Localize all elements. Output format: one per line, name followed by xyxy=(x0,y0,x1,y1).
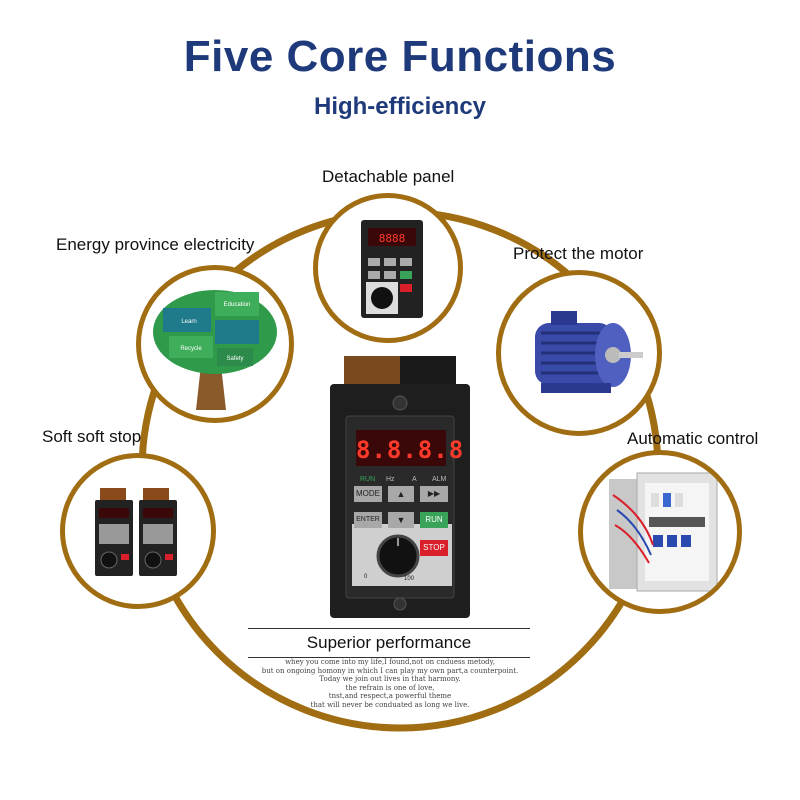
device-display: 8.8.8.8 xyxy=(356,436,465,464)
run-button[interactable]: RUN xyxy=(420,512,448,528)
up-button[interactable]: ▲ xyxy=(388,486,414,502)
control-cabinet-graphic xyxy=(609,472,718,592)
tree-graphic: Education Learn Recycle Safety xyxy=(153,290,277,410)
performance-line: that will never be conduated as long we … xyxy=(310,700,470,709)
soft-stop-graphic xyxy=(95,488,177,576)
inverter-device: 8.8.8.8 RUN Hz A ALM MODE ▲ ▶▶ ENTER ▼ R… xyxy=(330,356,470,618)
label-detachable-panel: Detachable panel xyxy=(322,167,455,186)
mini-panel-graphic: 8888 xyxy=(361,220,423,318)
down-button[interactable]: ▼ xyxy=(388,512,414,528)
motor-graphic xyxy=(535,311,643,393)
tree-label-safety: Safety xyxy=(226,356,243,362)
performance-line: whey you come into my life,I found,not o… xyxy=(285,658,495,666)
performance-heading: Superior performance xyxy=(248,628,530,658)
performance-line: but on ongoing homony in which I can pla… xyxy=(261,666,519,675)
motor-circle xyxy=(496,270,662,436)
performance-text: whey you come into my life,I found,not o… xyxy=(240,658,540,709)
tree-label-recycle: Recycle xyxy=(180,346,202,352)
performance-line: tnst,and respect,a powerful theme xyxy=(328,692,452,700)
performance-line: Today we join out lives in that harmony. xyxy=(319,675,461,683)
automatic-control-circle xyxy=(578,450,742,614)
mode-button[interactable]: MODE xyxy=(354,486,382,502)
page-title: Five Core Functions xyxy=(183,32,617,81)
label-protect-motor: Protect the motor xyxy=(513,244,644,263)
tree-label-education: Education xyxy=(224,302,251,308)
label-automatic-control: Automatic control xyxy=(627,429,759,448)
label-energy: Energy province electricity xyxy=(56,235,255,254)
page-subtitle: High-efficiency xyxy=(313,93,487,120)
indicator-a: A xyxy=(412,476,417,483)
enter-button[interactable]: ENTER xyxy=(354,512,382,528)
indicator-alm: ALM xyxy=(432,476,447,483)
indicator-hz: Hz xyxy=(386,476,395,483)
knob-min-label: 0 xyxy=(364,574,368,580)
indicator-run: RUN xyxy=(360,476,376,483)
detachable-panel-circle: 8888 xyxy=(313,193,463,343)
soft-stop-circle xyxy=(60,453,216,609)
knob-max-label: 100 xyxy=(404,576,415,582)
energy-circle: Education Learn Recycle Safety xyxy=(136,265,294,423)
svg-text:8888: 8888 xyxy=(379,232,406,245)
performance-line: the refrain is one of love, xyxy=(345,683,435,692)
indicator-row: RUN Hz A ALM xyxy=(360,476,456,486)
label-soft-stop: Soft soft stop xyxy=(42,427,142,446)
forward-button[interactable]: ▶▶ xyxy=(420,486,448,502)
tree-label-learn: Learn xyxy=(181,319,196,325)
stop-button[interactable]: STOP xyxy=(420,540,448,556)
